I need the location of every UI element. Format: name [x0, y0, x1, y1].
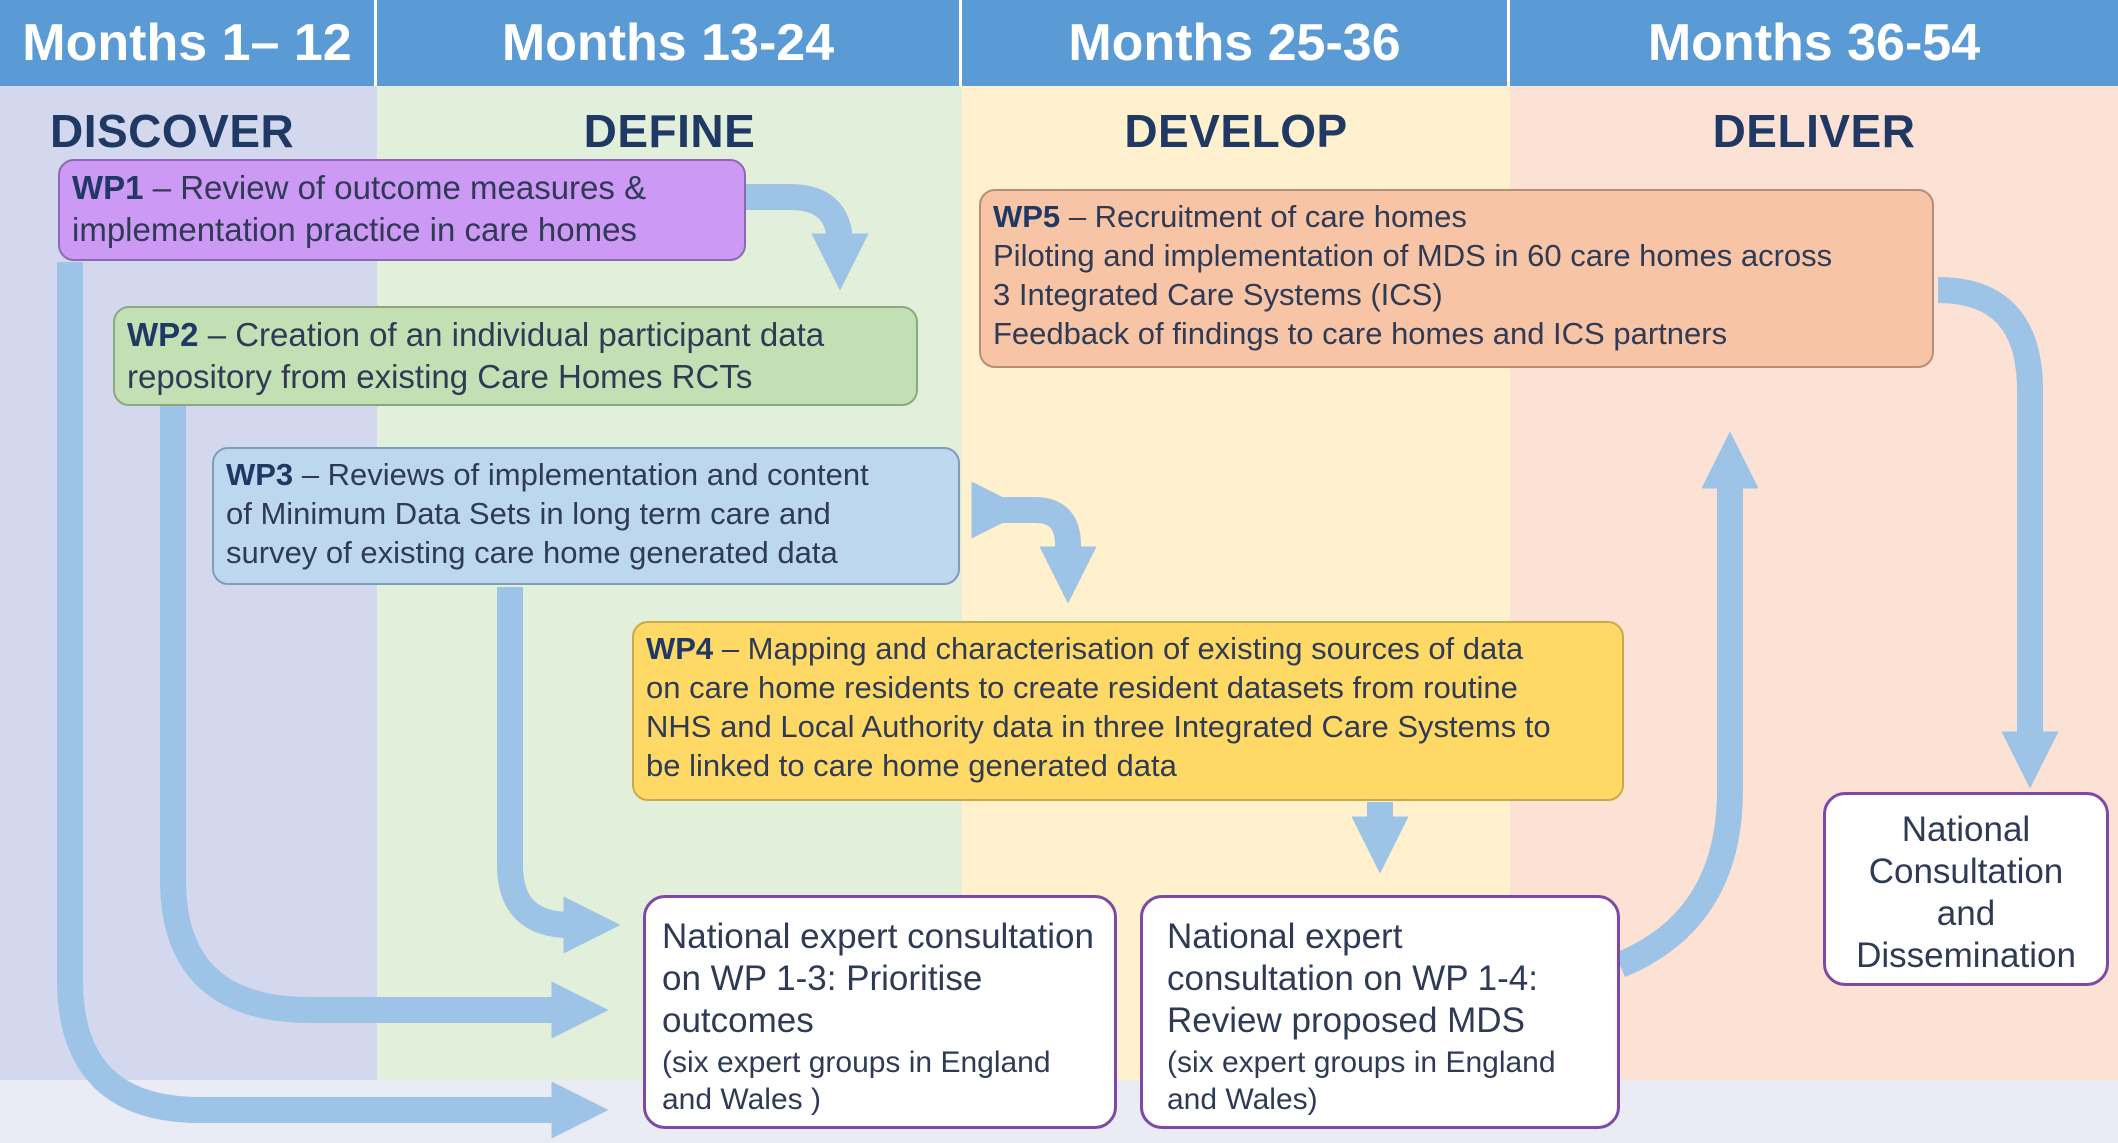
consultation-wp1-4-box: National expert consultation on WP 1-4: … — [1140, 895, 1620, 1129]
phase-define: DEFINE — [583, 105, 756, 157]
final-dissemination-box: National Consultation and Dissemination — [1823, 792, 2109, 986]
wp3-line-3: survey of existing care home generated d… — [226, 535, 838, 570]
final-line-1: National — [1901, 810, 2031, 849]
wp2-line-2: repository from existing Care Homes RCTs — [127, 358, 753, 395]
final-line-4: Dissemination — [1856, 936, 2076, 975]
wp5-box: WP5 – Recruitment of care homes Piloting… — [979, 189, 1934, 368]
wp4-box: WP4 – Mapping and characterisation of ex… — [632, 621, 1624, 801]
consult1-line-1: National expert consultation — [662, 917, 1094, 956]
consult1-note-1: (six expert groups in England — [662, 1046, 1051, 1079]
wp4-line-3: NHS and Local Authority data in three In… — [646, 709, 1551, 744]
months-header-4: Months 36-54 — [1510, 0, 2118, 86]
wp5-line-3: 3 Integrated Care Systems (ICS) — [993, 277, 1443, 312]
wp2-line-1: WP2 – Creation of an individual particip… — [127, 316, 825, 353]
months-header-1: Months 1– 12 — [0, 0, 377, 86]
phase-develop: DEVELOP — [1124, 105, 1348, 157]
consult1-line-3: outcomes — [662, 1001, 814, 1040]
phase-discover: DISCOVER — [50, 105, 295, 157]
consult2-line-2: consultation on WP 1-4: — [1167, 959, 1538, 998]
wp4-line-2: on care home residents to create residen… — [646, 670, 1518, 705]
wp1-line-2: implementation practice in care homes — [72, 211, 637, 248]
final-line-3: and — [1936, 894, 1996, 933]
phase-deliver: DELIVER — [1712, 105, 1916, 157]
months-header-3: Months 25-36 — [962, 0, 1510, 86]
wp3-line-1: WP3 – Reviews of implementation and cont… — [226, 457, 869, 492]
wp3-box: WP3 – Reviews of implementation and cont… — [212, 447, 960, 585]
wp4-id: WP4 — [646, 631, 714, 666]
consult1-line-2: on WP 1-3: Prioritise — [662, 959, 983, 998]
wp1-line-1: WP1 – Review of outcome measures & — [72, 169, 647, 206]
final-line-2: Consultation — [1868, 852, 2064, 891]
wp5-line-2: Piloting and implementation of MDS in 60… — [993, 238, 1833, 273]
wp3-id: WP3 — [226, 457, 294, 492]
consult1-note-2: and Wales ) — [662, 1083, 821, 1116]
wp5-id: WP5 — [993, 199, 1061, 234]
months-header-2: Months 13-24 — [377, 0, 962, 86]
consult2-line-3: Review proposed MDS — [1167, 1001, 1525, 1040]
consult2-line-1: National expert — [1167, 917, 1403, 956]
wp4-line-1: WP4 – Mapping and characterisation of ex… — [646, 631, 1524, 666]
wp1-box: WP1 – Review of outcome measures & imple… — [58, 159, 746, 261]
wp5-line-4: Feedback of findings to care homes and I… — [993, 316, 1728, 351]
wp5-line-1: WP5 – Recruitment of care homes — [993, 199, 1467, 234]
consult2-note-1: (six expert groups in England — [1167, 1046, 1556, 1079]
wp3-line-2: of Minimum Data Sets in long term care a… — [226, 496, 831, 531]
consult2-note-2: and Wales) — [1167, 1083, 1318, 1116]
wp4-line-4: be linked to care home generated data — [646, 748, 1177, 783]
wp1-id: WP1 — [72, 169, 144, 206]
wp2-box: WP2 – Creation of an individual particip… — [113, 306, 918, 406]
wp2-id: WP2 — [127, 316, 199, 353]
consultation-wp1-3-box: National expert consultation on WP 1-3: … — [643, 895, 1117, 1129]
